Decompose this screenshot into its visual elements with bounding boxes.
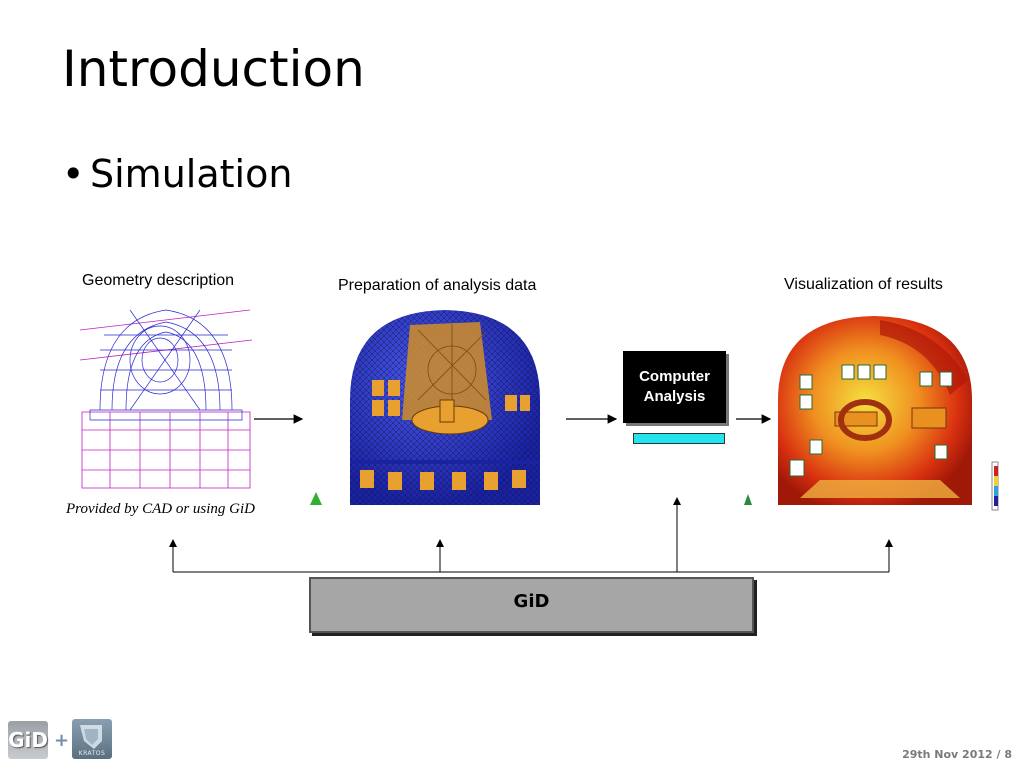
bullet-item: •Simulation: [62, 152, 292, 196]
bullet-text: Simulation: [90, 152, 293, 196]
flow-arrows: [169, 414, 893, 573]
computer-progress-bar: [633, 433, 725, 444]
gid-logo: GiD: [8, 721, 48, 759]
preparation-caption: Preparation of analysis data: [338, 277, 537, 294]
logo-plus-sign: +: [54, 730, 70, 751]
visualization-caption: Visualization of results: [784, 276, 943, 293]
geometry-wireframe-image: [78, 298, 254, 490]
bullet-dot: •: [62, 152, 85, 196]
footer-date-page: 29th Nov 2012 / 8: [902, 748, 1012, 761]
results-dome-image: [744, 316, 999, 511]
computer-analysis-line2: Analysis: [643, 388, 706, 405]
gid-platform-box: GiD: [309, 577, 754, 633]
provided-note: Provided by CAD or using GiD: [66, 501, 256, 517]
geometry-caption: Geometry description: [82, 272, 235, 289]
gid-box-label: GiD: [513, 591, 550, 612]
meshed-dome-image: [310, 310, 540, 505]
kratos-mark-icon: [80, 725, 102, 749]
computer-analysis-line1: Computer: [639, 368, 710, 385]
computer-analysis-box: Computer Analysis: [623, 351, 726, 423]
kratos-logo-text: KRATOS: [78, 750, 106, 757]
slide-title: Introduction: [62, 40, 365, 98]
kratos-logo: KRATOS: [72, 719, 112, 759]
